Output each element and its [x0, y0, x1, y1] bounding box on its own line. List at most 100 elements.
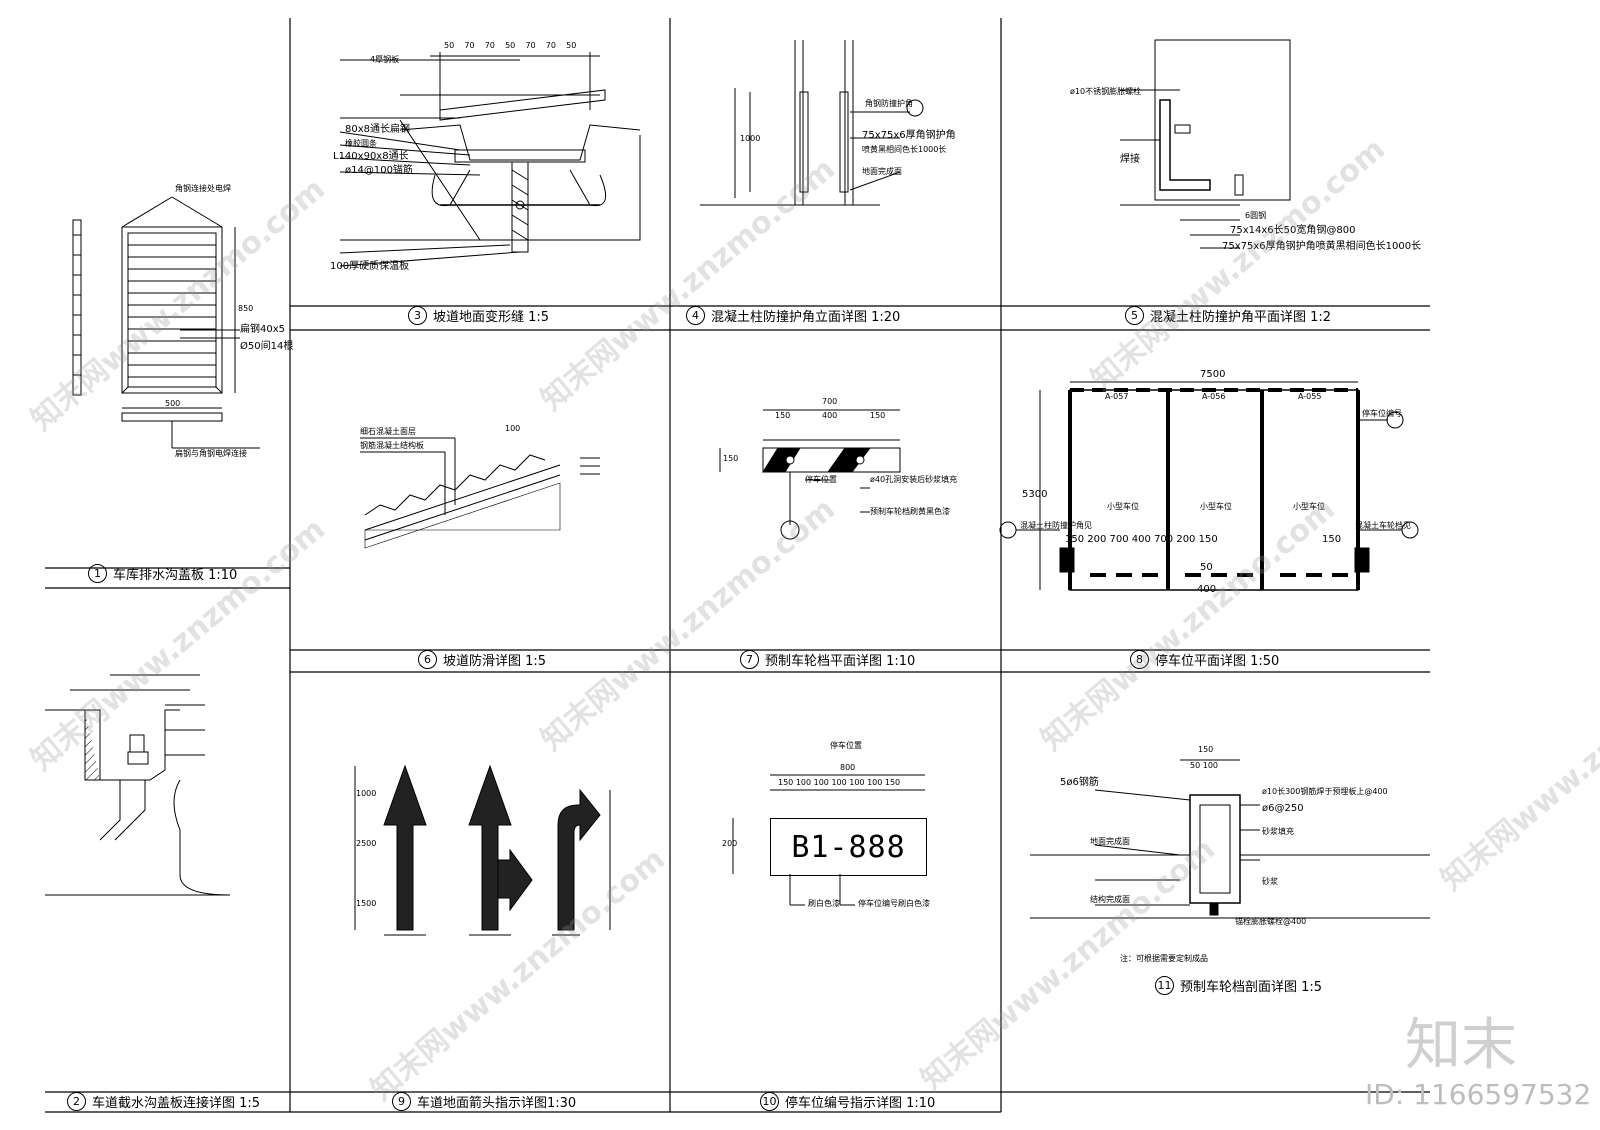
d11-label-floor: 地面完成面 [1090, 837, 1130, 846]
d7-label-paint: 预制车轮档刷黄黑色漆 [870, 507, 950, 516]
d1-dim-width: 500 [165, 399, 181, 408]
caption-text: 坡道防滑详图 1:5 [443, 654, 547, 669]
d11-label-anchor: ø10长300钢筋焊于预埋板上@400 [1262, 787, 1388, 796]
caption-detail-10: 10 停车位编号指示详图 1:10 [760, 1092, 935, 1111]
detail-2-trench-connection [45, 674, 231, 896]
d4-label-paint: 喷黄黑相间色长1000长 [862, 145, 947, 154]
d8-slot-label: 小型车位 [1107, 502, 1139, 511]
d11-dims: 50 100 [1190, 761, 1218, 770]
d10-dim-height: 200 [722, 839, 738, 848]
d8-slot-label: 小型车位 [1200, 502, 1232, 511]
d3-dim: 70 [464, 41, 475, 50]
detail-1-drain-cover [72, 196, 260, 449]
caption-number: 4 [686, 306, 705, 325]
d8-dim-height: 5300 [1022, 489, 1048, 500]
d10-dim-total: 800 [840, 763, 856, 772]
d7-dim-mid: 400 [822, 411, 838, 420]
d5-label-angle-small: 75x14x6长50宽角钢@800 [1230, 225, 1356, 236]
d3-dim: 70 [484, 41, 495, 50]
d6-label-slab: 钢筋混凝土结构板 [360, 441, 424, 450]
d6-dim: 100 [505, 424, 521, 433]
caption-number: 9 [392, 1092, 411, 1111]
d9-dim-2: 2500 [356, 839, 377, 848]
d11-label-stirrup: ø6@250 [1262, 803, 1304, 814]
caption-detail-7: 7 预制车轮档平面详图 1:10 [740, 650, 915, 669]
d8-dim-50: 50 [1200, 562, 1213, 573]
d4-label-angle: 75x75x6厚角钢护角 [862, 130, 956, 141]
d5-label-round: 6圆钢 [1245, 211, 1267, 220]
d8-dim-total: 7500 [1200, 369, 1226, 380]
d1-label-flat-steel: 扁钢40x5 [240, 324, 286, 335]
parking-number-plate: B1-888 [770, 818, 927, 876]
detail-4-corner-elevation [700, 40, 924, 206]
caption-detail-6: 6 坡道防滑详图 1:5 [418, 650, 546, 669]
caption-number: 10 [760, 1092, 779, 1111]
d3-label-anchor: ø14@100锚筋 [345, 165, 413, 176]
d4-dim: 1000 [740, 134, 761, 143]
caption-text: 预制车轮档剖面详图 1:5 [1180, 980, 1323, 995]
d3-dim: 50 [505, 41, 516, 50]
d8-code: A-056 [1202, 392, 1226, 401]
d1-dim-height: 850 [238, 304, 254, 313]
d1-label-bars: Ø50间14根 [240, 341, 294, 352]
caption-number: 11 [1155, 976, 1174, 995]
d10-label-white: 刷白色漆 [808, 899, 840, 908]
detail-7-wheel-stop-plan [719, 409, 901, 540]
d11-label-mortar-fill: 砂浆填充 [1262, 827, 1294, 836]
d7-label-position: 停车位置 [805, 475, 837, 484]
d3-label-insulation: 100厚硬质保温板 [330, 261, 410, 272]
caption-number: 1 [88, 564, 107, 583]
detail-3-expansion-joint [339, 52, 641, 267]
caption-number: 3 [408, 306, 427, 325]
caption-number: 5 [1125, 306, 1144, 325]
d8-dims: 150 200 700 400 700 200 150 [1065, 534, 1218, 545]
d7-dim-total: 700 [822, 397, 838, 406]
d3-dim: 50 [566, 41, 577, 50]
d8-label-code: 停车位编号 [1362, 409, 1402, 418]
caption-detail-3: 3 坡道地面变形缝 1:5 [408, 306, 549, 325]
d8-code: A-055 [1298, 392, 1322, 401]
detail-8-parking-plan [999, 381, 1419, 591]
caption-text: 车库排水沟盖板 1:10 [113, 568, 238, 583]
d1-label-weld: 扁钢与角钢电焊连接 [175, 449, 247, 458]
d3-label-flat-steel: 80x8通长扁钢 [345, 124, 411, 135]
d3-dims: 50 70 70 50 70 70 50 [444, 42, 576, 50]
d7-dim-left: 150 [775, 411, 791, 420]
caption-number: 6 [418, 650, 437, 669]
d7-label-hole: ø40孔洞安装后砂浆填充 [870, 475, 958, 484]
d7-dim-right: 150 [870, 411, 886, 420]
d5-label-weld: 焊接 [1120, 154, 1140, 165]
d11-label-bars: 5ø6钢筋 [1060, 777, 1099, 788]
caption-text: 预制车轮档平面详图 1:10 [765, 654, 916, 669]
d8-label-wheelstop: 混凝土车轮档见 [1355, 521, 1411, 530]
d3-dim: 70 [545, 41, 556, 50]
d5-label-angle: 75x75x6厚角钢护角喷黄黑相间色长1000长 [1222, 241, 1422, 252]
d9-dim-3: 1500 [356, 899, 377, 908]
caption-number: 7 [740, 650, 759, 669]
d10-dims: 150 100 100 100 100 100 150 [778, 778, 901, 787]
d11-label-mortar: 砂浆 [1262, 877, 1278, 886]
caption-text: 坡道地面变形缝 1:5 [433, 310, 550, 325]
d8-dim-150: 150 [1322, 534, 1342, 545]
caption-text: 停车位编号指示详图 1:10 [785, 1096, 936, 1111]
detail-11-wheel-stop-section [1030, 759, 1430, 919]
d8-dim-400: 400 [1197, 584, 1217, 595]
caption-text: 停车位平面详图 1:50 [1155, 654, 1280, 669]
caption-text: 车道地面箭头指示详图1:30 [417, 1096, 577, 1111]
watermark-logo: 知末 [1405, 1013, 1517, 1078]
caption-detail-11: 11 预制车轮档剖面详图 1:5 [1155, 976, 1322, 995]
d11-note: 注：可根据需要定制成品 [1120, 954, 1208, 963]
detail-10-plate-dims [732, 774, 925, 906]
d10-label-position: 停车位置 [830, 741, 862, 750]
d11-label-bolt: 锚栓膨胀螺栓@400 [1235, 917, 1307, 926]
d8-label-corner: 混凝土柱防撞护角见 [1020, 521, 1092, 530]
d6-label-topping: 细石混凝土面层 [360, 427, 416, 436]
d4-label-floor: 地面完成面 [862, 167, 902, 176]
caption-number: 8 [1130, 650, 1149, 669]
d11-dim-top: 150 [1198, 745, 1214, 754]
d3-label-angle: L140x90x8通长 [333, 151, 409, 162]
